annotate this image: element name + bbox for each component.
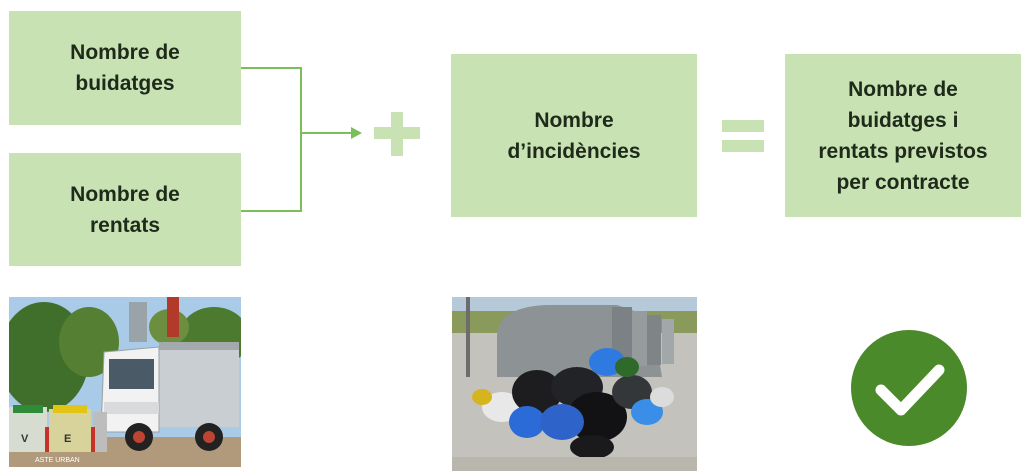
arrow-right-icon (351, 127, 362, 139)
box-nombre-incidencies: Nombre d’incidències (451, 54, 697, 217)
photo-overflowing-bags (452, 297, 697, 471)
box-result-previstos-contracte: Nombre de buidatges i rentats previstos … (785, 54, 1021, 217)
svg-text:V: V (21, 433, 29, 445)
box-nombre-rentats: Nombre de rentats (9, 153, 241, 266)
svg-text:E: E (64, 433, 71, 445)
checkmark-circle-icon (851, 330, 967, 446)
photo-caption: ASTE URBAN (35, 457, 80, 464)
box-nombre-buidatges: Nombre de buidatges (9, 11, 241, 125)
photo-garbage-truck: V E ASTE URBAN (9, 297, 241, 467)
